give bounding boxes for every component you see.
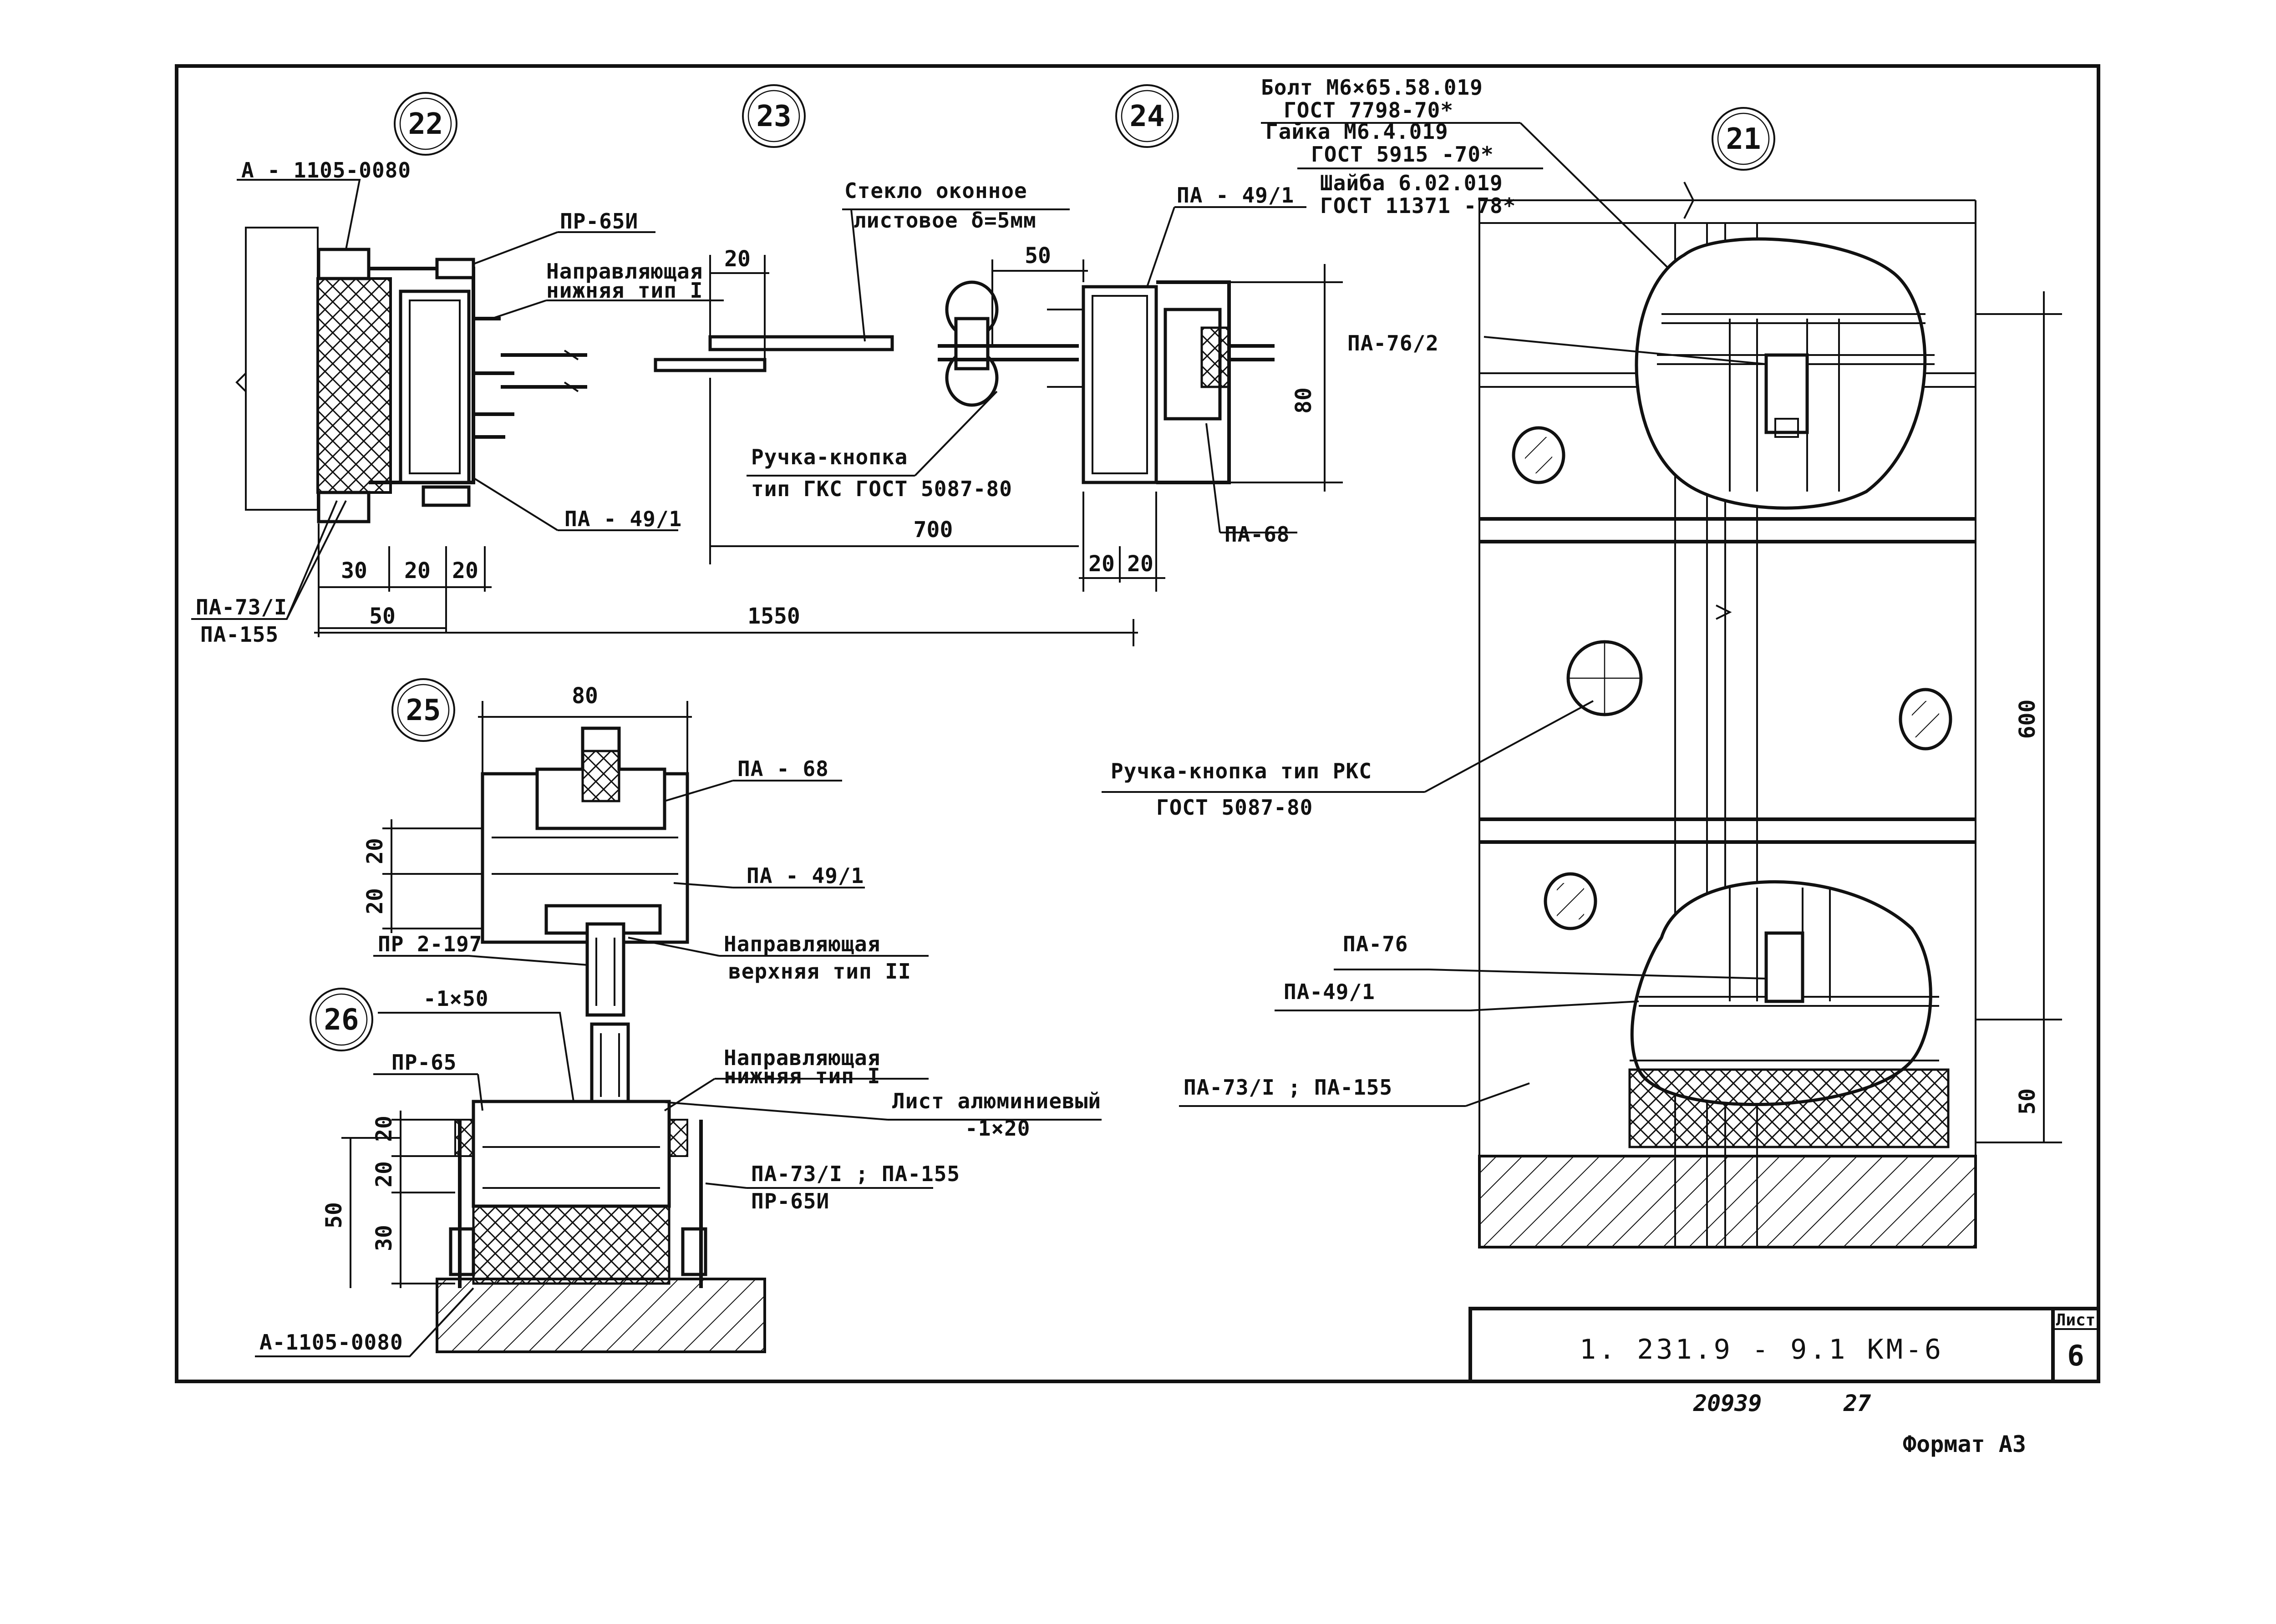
footer: 20939 27 Формат А3 (1693, 1390, 2026, 1457)
node-24-detail: 24 50 ПА - 49/1 ПА-68 80 20 20 (938, 84, 1343, 592)
dim-20b-n22: 20 (452, 558, 478, 584)
node-22-marker: 22 (408, 107, 443, 141)
dim-20a-n25: 20 (362, 838, 388, 864)
node-22-detail: 22 А - 1105-0080 ПР-65И Направляющая ниж… (191, 92, 1138, 647)
label-pa491-n25: ПА - 49/1 (747, 863, 864, 888)
sheet-number: 6 (2067, 1339, 2084, 1372)
dim-50-n26: 50 (321, 1202, 347, 1228)
sheet-frame (175, 64, 2100, 1383)
node-26-marker: 26 (324, 1003, 359, 1037)
node-25-marker: 25 (406, 694, 441, 727)
label-pr65i-n26: ПР-65И (751, 1189, 829, 1213)
label-guide-lower-2a: Направляющая (724, 1045, 880, 1070)
label-pr2197: ПР 2-197 (378, 932, 483, 956)
dim-20a-n24: 20 (1088, 551, 1115, 577)
sheet-label: Лист (2056, 1311, 2096, 1330)
handle-knob-gks (938, 280, 1079, 407)
glass-pane-bottom (654, 358, 767, 372)
dim-50-n21: 50 (2015, 1088, 2040, 1115)
upper-guide-type2 (585, 922, 625, 1017)
sheet-format: Формат А3 (1903, 1431, 2026, 1457)
node-21-marker: 21 (1726, 122, 1761, 156)
label-bolt-2: ГОСТ 7798-70* (1284, 98, 1453, 122)
label-glass-1: Стекло оконное (844, 178, 1027, 203)
label-strip-1x50: -1×50 (423, 986, 488, 1011)
label-pa73-155-n26: ПА-73/I ; ПА-155 (751, 1162, 960, 1186)
insulation-fill-n26 (472, 1205, 671, 1285)
dim-30-n26: 30 (371, 1225, 397, 1251)
dim-80-n25: 80 (572, 683, 598, 709)
wall-slab-left (245, 227, 319, 511)
label-pa491-n22: ПА - 49/1 (564, 507, 682, 531)
insulation-fill (316, 277, 392, 494)
doc-code: 1. 231.9 - 9.1 КМ-6 (1580, 1334, 1944, 1365)
dim-1550: 1550 (747, 604, 800, 629)
label-pr65-n26: ПР-65 (391, 1050, 457, 1075)
label-guide-lower-1a: Направляющая (546, 259, 703, 284)
label-washer-1: Шайба 6.02.019 (1320, 171, 1503, 195)
title-block: 1. 231.9 - 9.1 КМ-6 Лист 6 (1468, 1307, 2100, 1383)
label-pa73-155-n21: ПА-73/I ; ПА-155 (1184, 1075, 1392, 1100)
label-nut-1: Гайка М6.4.019 (1265, 119, 1448, 144)
label-pr65i-top: ПР-65И (560, 209, 638, 233)
label-guide-lower-1b: нижняя тип I (546, 278, 703, 303)
frame-profile-pa49 (399, 289, 471, 484)
label-handle-gks-1: Ручка-кнопка (751, 445, 908, 469)
label-pa491-n21: ПА-49/1 (1284, 979, 1375, 1004)
label-washer-2: ГОСТ 11371 -78* (1320, 193, 1516, 218)
label-pa155-n22: ПА-155 (200, 622, 279, 647)
label-pa68-n25: ПА - 68 (737, 756, 829, 781)
label-bolt-1: Болт М6×65.58.019 (1261, 75, 1483, 100)
dim-20b-n26: 20 (371, 1161, 397, 1188)
label-handle-gks-2: тип ГКС ГОСТ 5087-80 (751, 477, 1012, 501)
dim-50-n24: 50 (1025, 243, 1051, 269)
label-al-sheet-1: Лист алюминиевый (892, 1089, 1101, 1113)
node-21-detail: 21 Болт М6×65.58.019 ГОСТ 7798-70* Гайка… (1102, 75, 2062, 1248)
profile-a1105-top (317, 248, 371, 280)
node-25-detail: 25 80 ПА - 68 ПА - 49/1 ПР 2-197 Направл… (362, 678, 929, 1017)
lower-guide-type1 (590, 1022, 630, 1108)
hardware-callouts: Болт М6×65.58.019 ГОСТ 7798-70* Гайка М6… (1261, 75, 1776, 374)
frame-profile-pa49-n24 (1082, 285, 1158, 484)
node-23-detail: 23 20 Стекло оконное листовое δ=5мм Ручк… (654, 84, 1079, 564)
label-pa762: ПА-76/2 (1347, 331, 1439, 355)
dim-50-n22: 50 (369, 604, 396, 629)
dim-20b-n24: 20 (1127, 551, 1153, 577)
label-handle-rks-2: ГОСТ 5087-80 (1156, 795, 1313, 820)
glass-pane-top (708, 335, 894, 351)
node-26-detail: 26 -1×50 ПР-65 Направляющая нижняя тип I… (255, 986, 1102, 1357)
node-23-marker: 23 (756, 100, 791, 133)
base-slab-26 (436, 1278, 766, 1353)
label-pa731-n22: ПА-73/I (196, 595, 287, 619)
label-pa68-n24: ПА-68 (1224, 522, 1290, 547)
label-guide-upper-1: Направляющая (724, 932, 880, 956)
dim-20a-n22: 20 (404, 558, 431, 584)
dim-20-n23: 20 (724, 246, 751, 272)
label-al-sheet-2: -1×20 (965, 1116, 1030, 1141)
label-pa491-n24: ПА - 49/1 (1177, 183, 1294, 208)
label-a1105-top: А - 1105-0080 (241, 158, 411, 183)
label-guide-upper-2: верхняя тип II (728, 959, 911, 984)
dim-80-n24: 80 (1291, 387, 1316, 414)
dim-20b-n25: 20 (362, 888, 388, 914)
label-pa76: ПА-76 (1343, 932, 1408, 956)
label-nut-2: ГОСТ 5915 -70* (1311, 142, 1494, 167)
label-a1105-bottom: А-1105-0080 (259, 1330, 403, 1355)
dim-600: 600 (2015, 700, 2040, 739)
frame-profile-n26 (472, 1100, 671, 1208)
node-24-marker: 24 (1129, 100, 1164, 133)
label-handle-rks-1: Ручка-кнопка тип РКС (1111, 759, 1372, 783)
dim-700: 700 (914, 517, 953, 543)
base-slab-21 (1478, 1155, 1977, 1248)
label-glass-2: листовое δ=5мм (854, 208, 1036, 233)
label-guide-lower-2b: нижняя тип I (724, 1064, 880, 1088)
inventory-number: 20939 (1693, 1390, 1762, 1416)
dim-30-n22: 30 (341, 558, 367, 584)
footer-number: 27 (1843, 1390, 1871, 1416)
